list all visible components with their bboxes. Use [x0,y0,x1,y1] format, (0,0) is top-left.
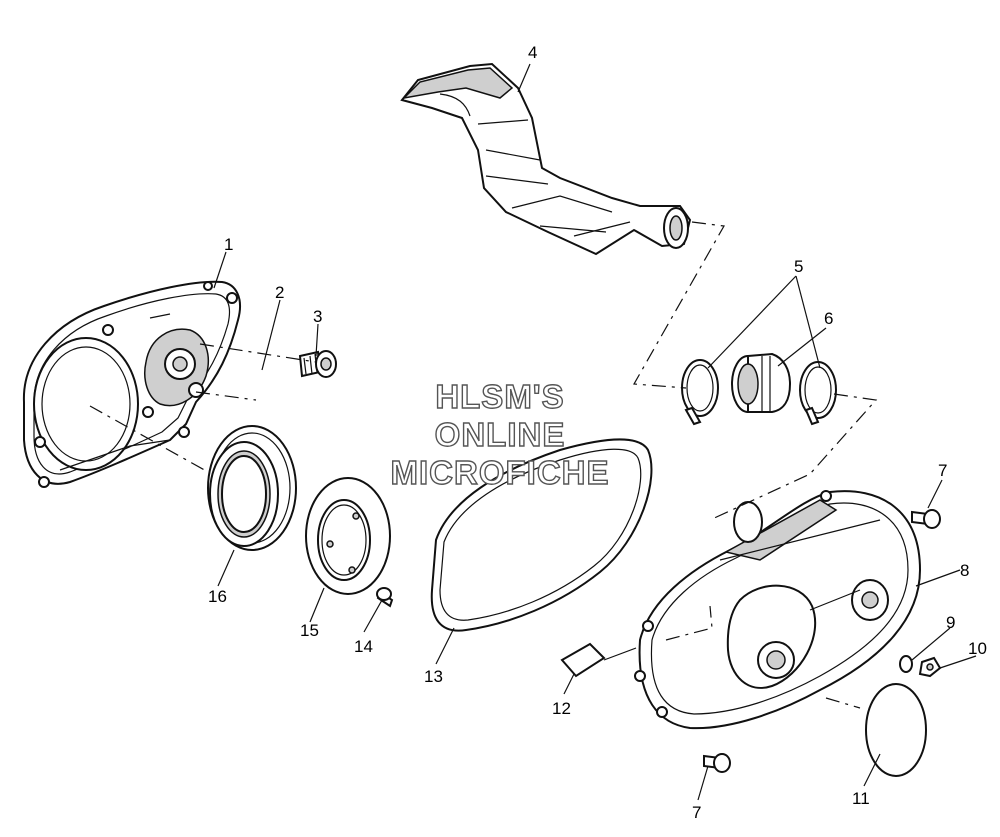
callouts: 1 2 3 4 5 6 7 8 9 10 11 12 13 14 15 16 7 [208,43,987,822]
callout-5: 5 [794,257,803,276]
bolt-bottom-icon [703,753,731,773]
callout-7-top: 7 [938,461,947,480]
callout-8: 8 [960,561,969,580]
washer-icon [865,683,927,777]
callout-13: 13 [424,667,443,686]
seal-icon [207,425,297,551]
oring-icon [899,655,913,673]
callout-1: 1 [224,235,233,254]
callout-2: 2 [275,283,284,302]
watermark: HLSM'S ONLINE MICROFICHE [390,377,610,491]
fitting-icon [298,350,337,378]
drive-belt-icon [430,438,653,632]
callout-11: 11 [852,789,870,808]
leader-lines [213,63,977,801]
clamp-right-icon [799,361,837,426]
watermark-line-3: MICROFICHE [391,454,610,491]
callout-16: 16 [208,587,227,606]
callout-12: 12 [552,699,571,718]
callout-15: 15 [300,621,319,640]
plate-icon [305,477,391,595]
coupler-icon [731,352,792,413]
screw-icon [376,587,394,608]
callout-6: 6 [824,309,833,328]
watermark-line-2: ONLINE [435,416,566,453]
bolt-top-icon [911,509,941,529]
callout-10: 10 [968,639,987,658]
nut-icon [918,656,942,678]
decal-2-icon [560,642,606,678]
callout-4: 4 [528,43,537,62]
callout-14: 14 [354,637,373,656]
callout-9: 9 [946,613,955,632]
air-duct-icon [400,62,692,256]
callout-3: 3 [313,307,322,326]
assembly-lines [89,221,878,709]
watermark-line-1: HLSM'S [435,378,564,415]
callout-7-bottom: 7 [692,803,701,822]
clamp-left-icon [681,359,719,426]
outer-clutch-cover-icon [634,490,922,730]
inner-clutch-cover-icon [22,280,241,488]
